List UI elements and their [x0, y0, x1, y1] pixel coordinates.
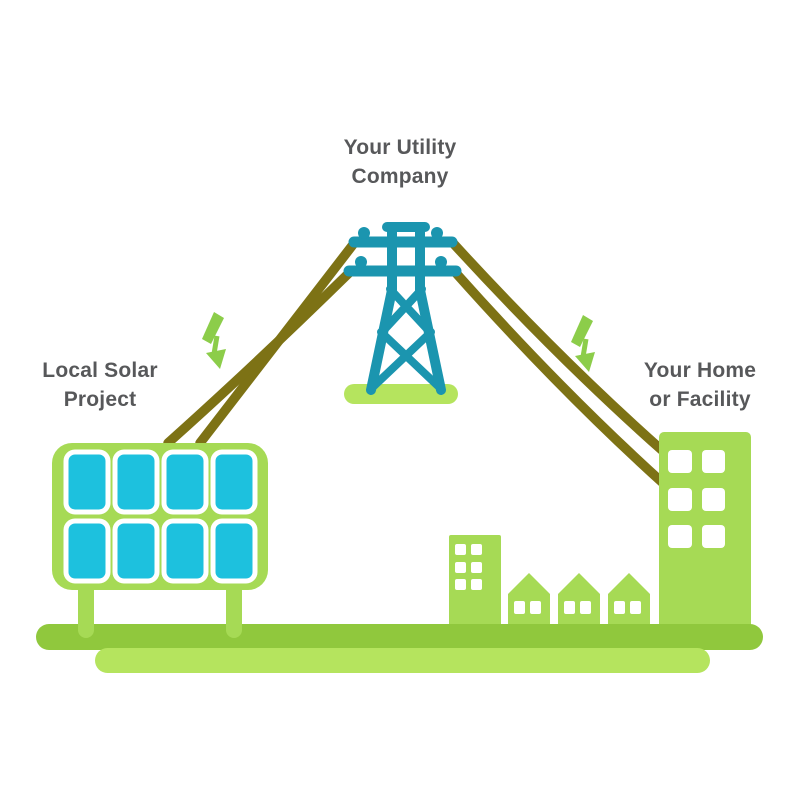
solar-cell: [63, 518, 111, 584]
insulator-knob: [431, 227, 443, 239]
solar-cell: [210, 518, 258, 584]
insulator-knob: [358, 227, 370, 239]
label-your-utility-company: Your Utility Company: [300, 133, 500, 191]
label-line: or Facility: [649, 388, 751, 411]
home-facility-building-icon: [659, 432, 751, 632]
label-line: Company: [351, 165, 449, 188]
solar-cell: [63, 449, 111, 515]
insulator-knob: [355, 256, 367, 268]
lightning-arrow-icon: [571, 315, 595, 372]
power-line-left-lower: [163, 267, 355, 448]
tower-brace-upper-x: [380, 285, 432, 334]
house-window: [564, 601, 575, 614]
facility-window: [702, 488, 725, 511]
bolt-arrowhead: [206, 349, 226, 369]
building-window: [471, 579, 482, 590]
facility-window: [668, 525, 692, 548]
label-line: Your Home: [643, 359, 757, 382]
facility-window: [702, 525, 725, 548]
house-window: [530, 601, 541, 614]
label-line: Your Utility: [343, 136, 457, 159]
city-buildings-icon: [449, 535, 650, 632]
house-window: [514, 601, 525, 614]
tower-right-leg: [415, 222, 446, 395]
bolt-arrowhead: [575, 352, 595, 372]
house: [508, 573, 550, 632]
label-line: Project: [63, 388, 137, 411]
building-window: [471, 562, 482, 573]
tower-left-leg: [366, 222, 397, 395]
building-window: [455, 579, 466, 590]
power-line-right-upper: [447, 237, 669, 457]
power-line-right-lower: [450, 267, 669, 489]
transmission-tower-icon: [343, 222, 462, 404]
facility-window: [668, 450, 692, 473]
bolt-shaft: [580, 338, 589, 358]
label-your-home-or-facility: Your Home or Facility: [600, 356, 800, 414]
building-window: [455, 562, 466, 573]
bolt-stroke: [571, 315, 593, 347]
building-window: [455, 544, 466, 555]
label-line: Local Solar: [42, 359, 158, 382]
house: [608, 573, 650, 632]
bolt-shaft: [211, 335, 220, 355]
house: [558, 573, 600, 632]
solar-cell: [161, 449, 209, 515]
lightning-arrow-icon: [202, 312, 226, 369]
ground-bar: [36, 624, 763, 650]
tower-brace-lower-x: [370, 328, 442, 390]
panel-leg: [226, 580, 242, 638]
panel-leg: [78, 580, 94, 638]
solar-panel-icon: [52, 443, 268, 638]
power-lines: [163, 237, 669, 489]
house-window: [614, 601, 625, 614]
bolt-stroke: [202, 312, 224, 344]
label-local-solar-project: Local Solar Project: [0, 356, 200, 414]
facility-window: [668, 488, 692, 511]
solar-cell: [161, 518, 209, 584]
house-window: [580, 601, 591, 614]
solar-cell: [112, 449, 160, 515]
facility-window: [702, 450, 725, 473]
ground-bar-lower: [95, 648, 710, 673]
building-window: [471, 544, 482, 555]
house-window: [630, 601, 641, 614]
solar-cell: [210, 449, 258, 515]
solar-cell: [112, 518, 160, 584]
insulator-knob: [435, 256, 447, 268]
